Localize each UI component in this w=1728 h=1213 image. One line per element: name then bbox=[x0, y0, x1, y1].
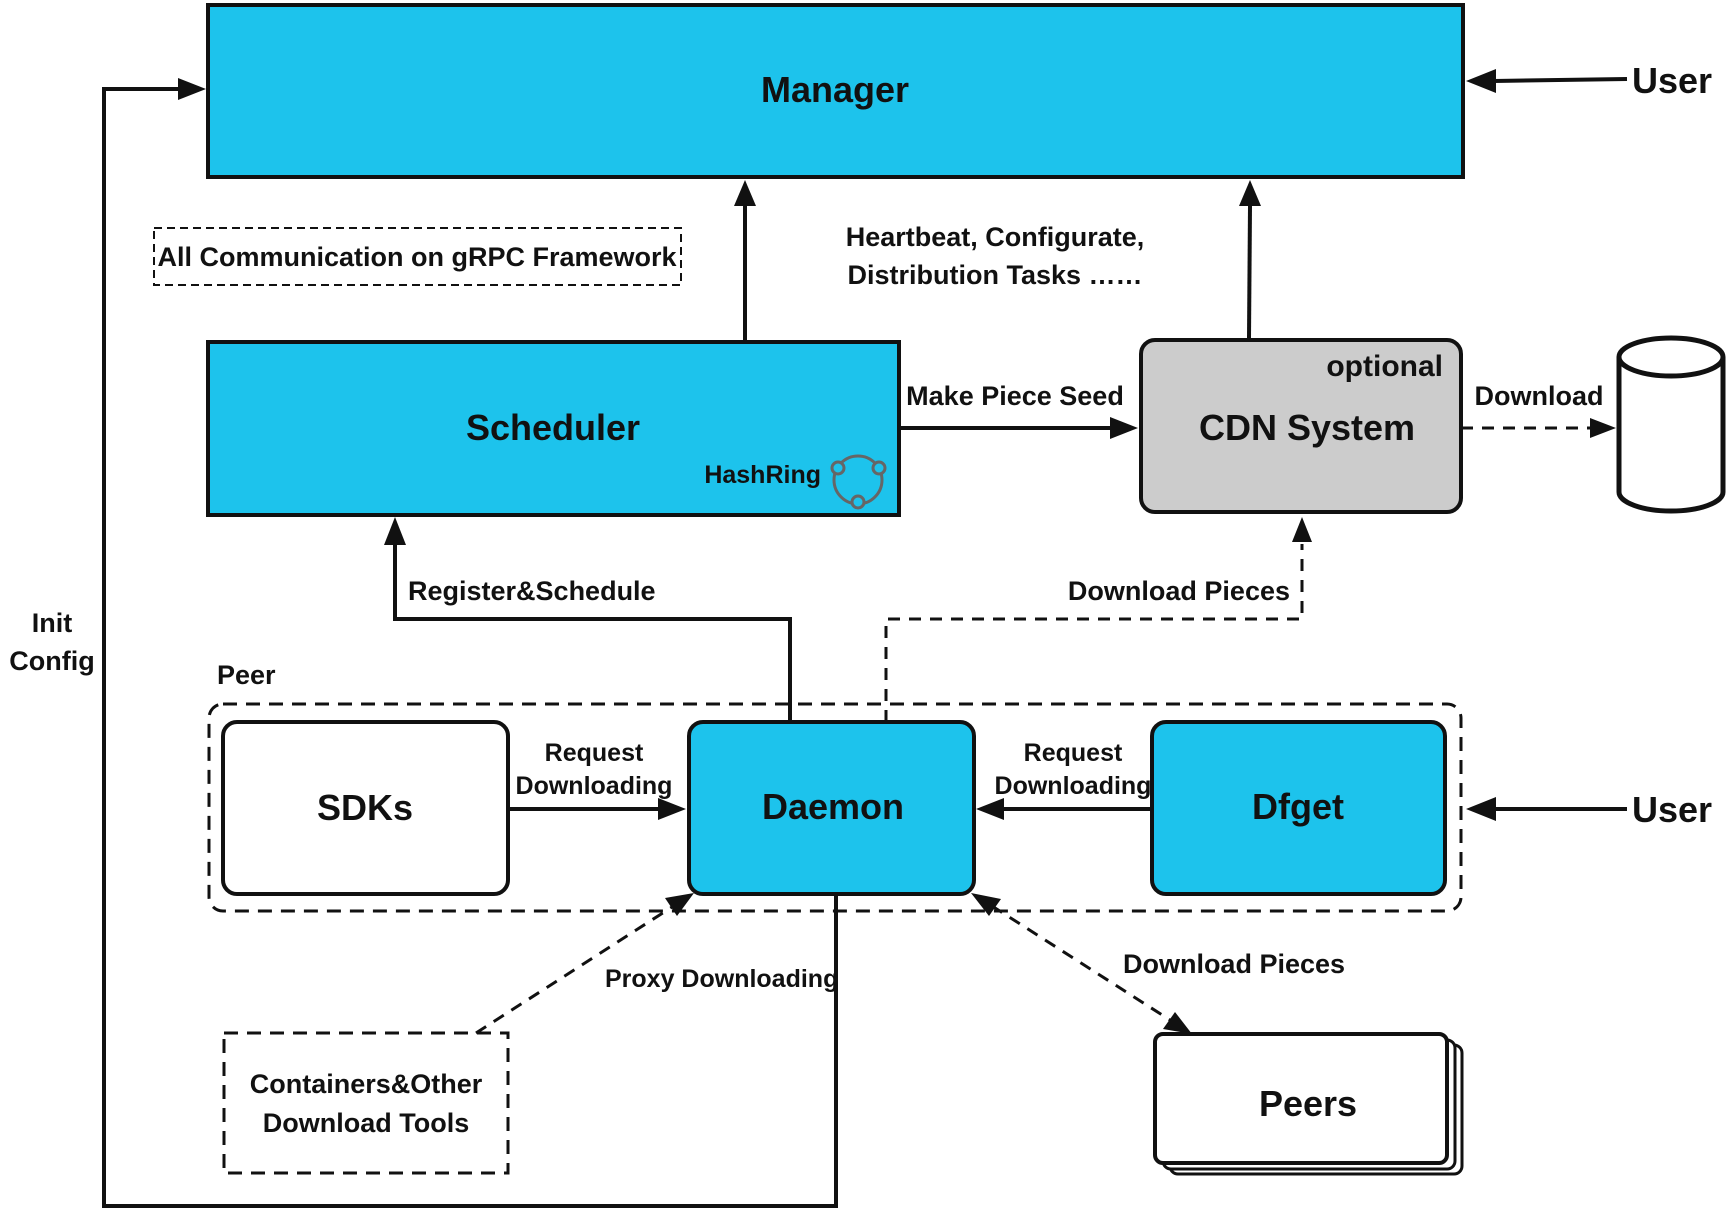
containers-label-line1: Containers&Other bbox=[250, 1069, 483, 1099]
user-to-peer-arrow: User bbox=[1466, 789, 1712, 830]
register-schedule-arrow: Register&Schedule bbox=[384, 517, 792, 722]
containers-node: Containers&Other Download Tools bbox=[222, 1031, 510, 1175]
user-bottom-label: User bbox=[1632, 789, 1712, 830]
daemon-node: Daemon bbox=[687, 720, 976, 896]
peers-node: Peers bbox=[1153, 1032, 1464, 1176]
manager-node: Manager bbox=[206, 3, 1465, 179]
daemon-label: Daemon bbox=[762, 786, 904, 827]
heartbeat-label-line2: Distribution Tasks …… bbox=[847, 260, 1142, 290]
scheduler-to-manager-arrow bbox=[734, 180, 756, 342]
proxy-downloading-arrow: Proxy Downloading bbox=[475, 893, 838, 1035]
cdn-to-manager-arrow bbox=[1239, 180, 1261, 339]
daemon-peers-dashed-arrow: Download Pieces bbox=[971, 893, 1345, 1034]
request-downloading-right-line2: Downloading bbox=[995, 772, 1152, 800]
dfget-label: Dfget bbox=[1252, 786, 1344, 827]
dfget-to-daemon-arrow: Request Downloading bbox=[976, 739, 1152, 820]
hashring-icon bbox=[830, 454, 887, 510]
sdks-to-daemon-arrow: Request Downloading bbox=[508, 739, 686, 820]
scheduler-node: Scheduler HashRing bbox=[206, 340, 901, 517]
manager-label: Manager bbox=[761, 69, 909, 110]
cdn-download-arrow: Download bbox=[1461, 381, 1616, 438]
cdn-label: CDN System bbox=[1199, 407, 1415, 448]
cdn-node: optional CDN System bbox=[1139, 338, 1463, 514]
scheduler-label: Scheduler bbox=[466, 407, 640, 448]
request-downloading-left-line2: Downloading bbox=[516, 772, 673, 800]
cdn-optional-label: optional bbox=[1326, 350, 1443, 383]
grpc-note: All Communication on gRPC Framework bbox=[153, 227, 682, 286]
storage-cylinder-icon bbox=[1616, 335, 1726, 514]
register-schedule-label: Register&Schedule bbox=[408, 576, 656, 606]
peers-label: Peers bbox=[1259, 1083, 1357, 1124]
heartbeat-label-line1: Heartbeat, Configurate, bbox=[846, 222, 1145, 252]
peer-group-label: Peer bbox=[217, 660, 276, 690]
daemon-to-cdn-dashed-arrow: Download Pieces bbox=[884, 517, 1312, 722]
make-piece-seed-label: Make Piece Seed bbox=[906, 381, 1124, 411]
request-downloading-right-line1: Request bbox=[1024, 739, 1123, 767]
user-to-manager-arrow: User bbox=[1466, 60, 1712, 101]
user-top-label: User bbox=[1632, 60, 1712, 101]
download-label: Download bbox=[1475, 381, 1604, 411]
dfget-node: Dfget bbox=[1150, 720, 1447, 896]
download-pieces-peers-label: Download Pieces bbox=[1123, 949, 1345, 979]
sdks-node: SDKs bbox=[221, 720, 510, 896]
init-config-line2: Config bbox=[9, 646, 94, 676]
containers-label-line2: Download Tools bbox=[263, 1108, 469, 1138]
init-config-line1: Init bbox=[32, 608, 73, 638]
make-piece-seed-arrow: Make Piece Seed bbox=[899, 381, 1138, 439]
sdks-label: SDKs bbox=[317, 787, 413, 828]
grpc-note-text: All Communication on gRPC Framework bbox=[157, 242, 677, 272]
download-pieces-cdn-label: Download Pieces bbox=[1068, 576, 1290, 606]
proxy-downloading-label: Proxy Downloading bbox=[605, 965, 838, 993]
hashring-label: HashRing bbox=[704, 461, 821, 489]
init-config-arrow: Init Config bbox=[9, 78, 838, 1208]
request-downloading-left-line1: Request bbox=[545, 739, 644, 767]
